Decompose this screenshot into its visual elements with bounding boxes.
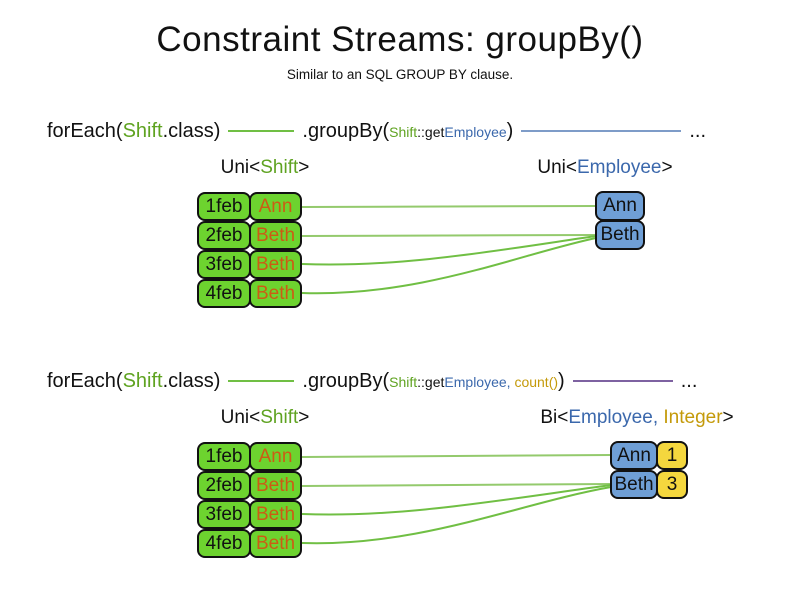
connector-d1-row1: [301, 205, 597, 208]
count-box: 1: [656, 441, 688, 470]
shift-row: 2feb Beth: [197, 221, 302, 250]
stream-connector-green: [228, 380, 295, 382]
groupby-expression: .groupBy(Shift::getEmployee): [302, 119, 514, 142]
shift-date-cell: 2feb: [197, 221, 251, 250]
code-line-2: forEach(Shift.class) .groupBy(Shift::get…: [47, 367, 697, 395]
connector-d1-row3: [301, 235, 597, 266]
connector-d2-row1: [301, 454, 612, 458]
connector-d1-row2: [301, 234, 597, 237]
employee-box: Ann: [595, 191, 645, 221]
shift-employee-cell: Beth: [249, 250, 302, 279]
shift-employee-cell: Beth: [249, 529, 302, 558]
ellipsis: ...: [689, 119, 707, 142]
count-box: 3: [656, 470, 688, 499]
shift-employee-cell: Beth: [249, 471, 302, 500]
foreach-expression: forEach(Shift.class): [47, 369, 221, 392]
code-line-1: forEach(Shift.class) .groupBy(Shift::get…: [47, 117, 706, 145]
count-token: count(): [514, 373, 559, 390]
shift-row: 3feb Beth: [197, 250, 302, 279]
source-type-label-1: Uni<Shift>: [220, 157, 310, 178]
shift-date-cell: 3feb: [197, 500, 251, 529]
shift-date-cell: 4feb: [197, 529, 251, 558]
shift-employee-cell: Beth: [249, 500, 302, 529]
shift-row: 1feb Ann: [197, 192, 302, 221]
shift-date-cell: 3feb: [197, 250, 251, 279]
shift-date-cell: 4feb: [197, 279, 251, 308]
groupby-args: Shift::getEmployee: [389, 123, 507, 140]
result-type-label-2: Bi<Employee, Integer>: [540, 407, 734, 428]
stream-connector-green: [228, 130, 295, 132]
employee-box: Ann: [610, 441, 658, 470]
shift-table-2: 1feb Ann 2feb Beth 3feb Beth 4feb Beth: [197, 442, 302, 558]
employee-box: Beth: [595, 220, 645, 250]
groupby-expression: .groupBy(Shift::getEmployee, count()): [302, 369, 565, 392]
source-type-label-2: Uni<Shift>: [220, 407, 310, 428]
shift-row: 1feb Ann: [197, 442, 302, 471]
shift-employee-cell: Ann: [249, 442, 302, 471]
stream-connector-blue: [521, 130, 682, 132]
foreach-expression: forEach(Shift.class): [47, 119, 221, 142]
shift-date-cell: 1feb: [197, 442, 251, 471]
shift-row: 4feb Beth: [197, 529, 302, 558]
shift-row: 3feb Beth: [197, 500, 302, 529]
result-row: Ann 1: [610, 441, 688, 470]
connector-d1-row4: [301, 237, 597, 295]
connector-d2-row2: [301, 483, 612, 487]
page-subtitle: Similar to an SQL GROUP BY clause.: [286, 67, 514, 82]
ellipsis: ...: [680, 369, 698, 392]
employee-box: Beth: [610, 470, 658, 499]
shift-table-1: 1feb Ann 2feb Beth 3feb Beth 4feb Beth: [197, 192, 302, 308]
groupby-args: Shift::getEmployee, count(): [389, 373, 559, 390]
shift-date-cell: 1feb: [197, 192, 251, 221]
result-row: Beth 3: [610, 470, 688, 499]
result-type-label-1: Uni<Employee>: [537, 157, 673, 178]
shift-class-token: Shift: [122, 119, 163, 142]
shift-employee-cell: Beth: [249, 221, 302, 250]
page-title: Constraint Streams: groupBy(): [156, 20, 644, 59]
shift-date-cell: 2feb: [197, 471, 251, 500]
shift-row: 2feb Beth: [197, 471, 302, 500]
connector-d2-row3: [301, 484, 612, 516]
stream-connector-purple: [572, 380, 673, 382]
shift-row: 4feb Beth: [197, 279, 302, 308]
shift-class-token: Shift: [122, 369, 163, 392]
shift-employee-cell: Beth: [249, 279, 302, 308]
shift-employee-cell: Ann: [249, 192, 302, 221]
connector-d2-row4: [301, 486, 612, 545]
